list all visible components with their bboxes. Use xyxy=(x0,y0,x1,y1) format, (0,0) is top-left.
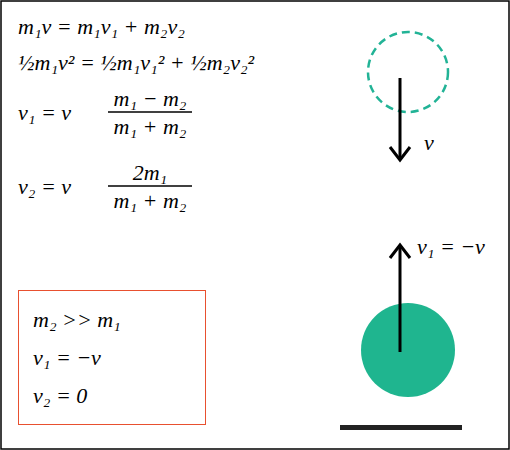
equation: v₂ = v xyxy=(18,174,71,199)
result-line: v₁ = −v xyxy=(33,345,191,370)
equation: v₁ = v xyxy=(18,100,71,125)
denominator: m₁ + m₂ xyxy=(114,114,187,139)
denominator: m₁ + m₂ xyxy=(114,188,187,213)
numerator: 2m₁ xyxy=(133,160,168,185)
result-line: m₂ >> m₁ xyxy=(33,307,191,332)
fraction-bar xyxy=(108,111,192,112)
result-box: m₂ >> m₁ v₁ = −v v₂ = 0 xyxy=(18,290,206,425)
numerator: m₁ − m₂ xyxy=(114,86,187,111)
velocity-arrow xyxy=(399,246,402,352)
velocity-label: v₁ = −v xyxy=(417,234,485,259)
velocity-arrow xyxy=(399,78,402,159)
ball-before xyxy=(368,32,448,112)
ground xyxy=(340,425,462,430)
ball-after xyxy=(361,303,455,397)
equation: ½m₁v² = ½m₁v₁² + ½m₂v₂² xyxy=(18,50,254,75)
equation: m₁v = m₁v₁ + m₂v₂ xyxy=(18,14,185,39)
arrow-head xyxy=(390,147,410,160)
velocity-label: v xyxy=(424,130,434,155)
arrow-head xyxy=(390,245,410,258)
result-line: v₂ = 0 xyxy=(33,383,191,408)
fraction-bar xyxy=(108,185,192,186)
